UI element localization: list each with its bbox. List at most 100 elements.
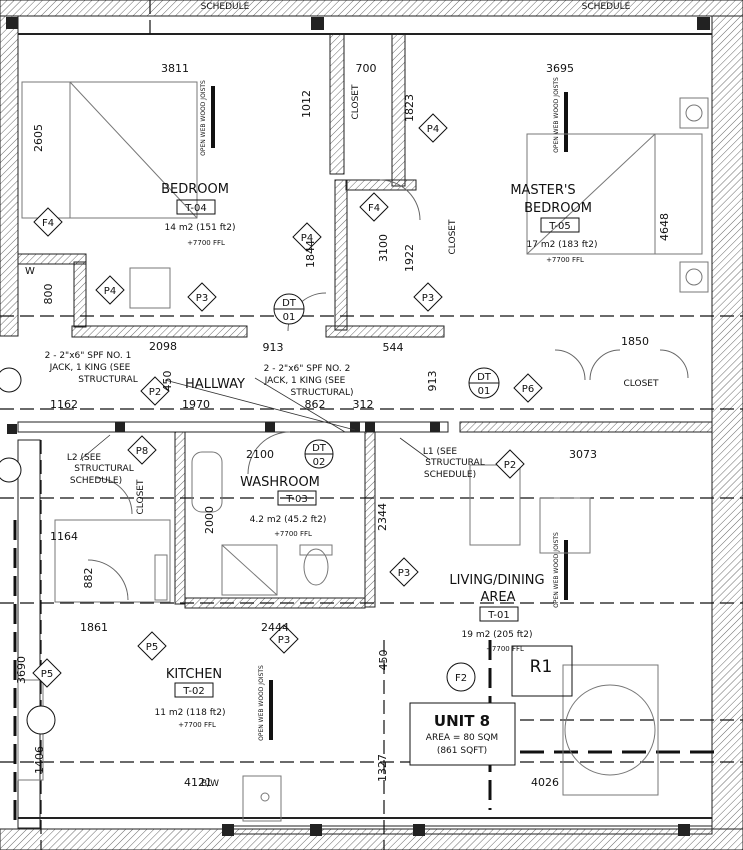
room-level-washroom: +7700 FFL [274,530,312,538]
joist-note: OPEN WEB WOOD JOISTS [553,532,560,608]
room-name-living-1: LIVING/DINING [449,573,544,588]
dim-800: 800 [42,284,55,305]
dim-1162: 1162 [50,398,78,411]
tag-f4: F4 [42,218,54,229]
note-spf2-line2: JACK, 1 KING (SEE [264,376,346,386]
room-level-kitchen: +7700 FFL [178,721,216,729]
leader-lines [79,377,431,461]
room-area-master: 17 m2 (183 ft2) [527,240,598,250]
dim-4648: 4648 [658,213,671,241]
dim-862: 862 [305,398,326,411]
room-level-bedroom: +7700 FFL [187,239,225,247]
dim-450: 450 [161,371,174,392]
room-tag-box [277,490,317,506]
joist-note: OPEN WEB WOOD JOISTS [200,80,207,156]
note-l1-line3: SCHEDULE) [424,470,476,480]
unit-area-ft: (861 SQFT) [437,746,487,756]
joist-note: OPEN WEB WOOD JOISTS [258,665,265,741]
dim-2444: 2444 [261,621,289,634]
room-tag-kitchen: T-02 [182,686,205,697]
room-area-washroom: 4.2 m2 (45.2 ft2) [250,515,327,525]
dim-544: 544 [383,341,404,354]
dim-2000: 2000 [203,506,216,534]
door-mark-02: 02 [313,457,326,468]
mark-bw: B/W [201,779,219,789]
room-area-kitchen: 11 m2 (118 ft2) [155,708,226,718]
dim-1861: 1861 [80,621,108,634]
room-name-living-2: AREA [480,590,515,605]
unit-title: UNIT 8 [434,712,490,730]
schedule-label-right: SCHEDULE [582,2,631,12]
room-name-kitchen: KITCHEN [166,667,222,682]
dim-913: 913 [263,341,284,354]
tag-p8: P8 [136,446,148,457]
tag-p2: P2 [149,387,161,398]
closet-label-mid: CLOSET [448,219,458,254]
room-tag-box [174,682,214,698]
dim-312: 312 [353,398,374,411]
door-mark-01: 01 [283,312,296,323]
dim-3690: 3690 [15,656,28,684]
tag-p4: P4 [301,233,313,244]
room-name-master-1: MASTER'S [510,183,575,198]
dim-2605: 2605 [32,124,45,152]
dim-3811: 3811 [161,62,189,75]
mark-w: W [25,266,35,277]
joist-arrows [211,86,568,740]
structural-columns [6,17,710,836]
room-tag-master: T-05 [548,221,571,232]
room-level-living: +7700 FFL [486,645,524,653]
note-l2-line3: SCHEDULE) [70,476,122,486]
dim-1327: 1327 [376,754,389,782]
furniture [17,81,709,822]
detail-marks [0,293,500,735]
dim-913: 913 [426,371,439,392]
closet-label-kitchen: CLOSET [136,479,146,514]
dim-3073: 3073 [569,448,597,461]
room-area-bedroom: 14 m2 (151 ft2) [165,223,236,233]
dim-1850: 1850 [621,335,649,348]
dim-450: 450 [377,650,390,671]
door-mark-dt: DT [312,443,327,454]
room-living-dining: LIVING/DINING AREA T-01 19 m2 (205 ft2) … [449,573,544,653]
tag-p3: P3 [422,293,434,304]
room-name-hallway: HALLWAY [185,377,245,392]
dim-1922: 1922 [403,244,416,272]
note-spf2-line1: 2 - 2"x6" SPF NO. 2 [264,364,351,374]
room-tag-box [176,199,216,215]
room-level-master: +7700 FFL [546,256,584,264]
dim-1164: 1164 [50,530,78,543]
note-spf1-line3: STRUCTURAL [78,375,137,385]
note-l2-line2: STRUCTURAL [74,464,133,474]
note-l1-line1: L1 (SEE [423,447,458,457]
dim-2344: 2344 [376,503,389,531]
tag-p5: P5 [146,642,158,653]
room-tag-bedroom: T-04 [184,203,207,214]
tag-p6: P6 [522,384,534,395]
room-tag-washroom: T-03 [285,494,308,505]
room-tag-box [540,217,580,233]
tag-p2: P2 [504,460,516,471]
dim-4121: 4121 [184,776,212,789]
dimension-labels: 3811 700 3695 1012 1823 2605 4648 800 20… [15,62,671,789]
tag-p3: P3 [196,293,208,304]
closet-label-top: CLOSET [351,84,361,119]
tag-p5: P5 [41,669,53,680]
room-name-bedroom: BEDROOM [161,182,229,197]
dim-700: 700 [356,62,377,75]
room-area-living: 19 m2 (205 ft2) [462,630,533,640]
tag-p3: P3 [278,635,290,646]
door-mark-dt: DT [282,298,297,309]
dim-882: 882 [82,568,95,589]
dim-2100: 2100 [246,448,274,461]
room-master-bedroom: MASTER'S BEDROOM T-05 17 m2 (183 ft2) +7… [510,183,597,264]
room-washroom: WASHROOM T-03 4.2 m2 (45.2 ft2) +7700 FF… [240,475,326,538]
dim-3100: 3100 [377,234,390,262]
room-name-master-2: BEDROOM [524,201,592,216]
structural-notes: 2 - 2"x6" SPF NO. 1 JACK, 1 KING (SEE ST… [45,77,560,741]
dim-1844: 1844 [304,240,317,268]
door-mark-dt: DT [477,372,492,383]
